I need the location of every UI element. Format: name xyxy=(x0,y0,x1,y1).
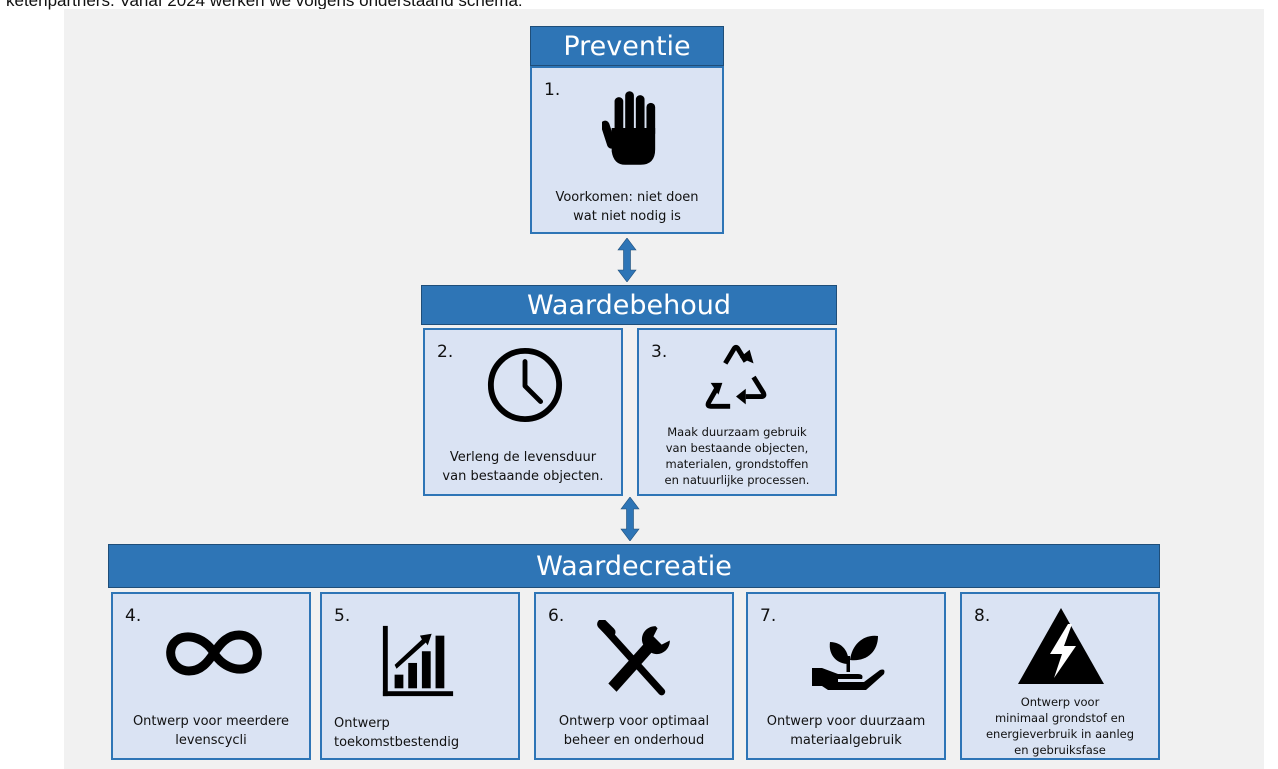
step-description: Verleng de levensduur van bestaande obje… xyxy=(442,450,604,484)
waardecreatie-title: Waardecreatie xyxy=(536,550,732,582)
step-description: Ontwerp toekomstbestendig xyxy=(334,716,460,750)
waardecreatie-box-4: 4. Ontwerp voor meerdere levenscycli xyxy=(111,592,311,760)
step-number: 3. xyxy=(651,342,668,362)
preventie-box-1: 1. Voorkomen: niet doen wat niet nodig i… xyxy=(530,66,724,234)
waardebehoud-box-3: 3. Maak duurzaam gebruik van bestaande o… xyxy=(637,328,837,496)
step-number: 2. xyxy=(437,342,454,362)
step-number: 8. xyxy=(974,606,991,626)
waardecreatie-box-5: 5. Ontwerp toekomstbestendig xyxy=(320,592,520,760)
waardecreatie-box-8: 8. Ontwerp voor minimaal grondstof en en… xyxy=(960,592,1160,760)
recycle-icon xyxy=(705,344,767,409)
step-description: Ontwerp voor meerdere levenscycli xyxy=(132,714,290,748)
step-number: 6. xyxy=(548,606,565,626)
intro-text: ketenpartners. Vanaf 2024 werken we volg… xyxy=(6,0,523,10)
step-number: 7. xyxy=(760,606,777,626)
double-arrow-icon xyxy=(620,497,640,541)
step-number: 1. xyxy=(544,80,561,100)
preventie-header: Preventie xyxy=(530,26,724,66)
waardebehoud-header: Waardebehoud xyxy=(421,285,837,325)
hand-plant-icon xyxy=(812,635,885,690)
growth-chart-icon xyxy=(382,625,454,697)
preventie-title: Preventie xyxy=(563,30,691,62)
step-description: Voorkomen: niet doen wat niet nodig is xyxy=(555,190,699,224)
step-number: 5. xyxy=(334,606,351,626)
clock-icon xyxy=(487,347,563,423)
waardebehoud-box-2: 2. Verleng de levensduur van bestaande o… xyxy=(423,328,623,496)
step-description: Ontwerp voor duurzaam materiaalgebruik xyxy=(766,714,926,748)
step-description: Maak duurzaam gebruik van bestaande obje… xyxy=(664,425,810,487)
step-description: Ontwerp voor optimaal beheer en onderhou… xyxy=(558,714,710,748)
diagram-panel: Preventie 1. Voorkomen: niet doen wat ni… xyxy=(64,9,1264,769)
step-number: 4. xyxy=(125,606,142,626)
high-voltage-icon xyxy=(1018,608,1104,684)
waardecreatie-header: Waardecreatie xyxy=(108,544,1160,588)
waardecreatie-box-6: 6. Ontwerp voor optimaal beheer en onder… xyxy=(534,592,734,760)
waardebehoud-title: Waardebehoud xyxy=(526,289,732,321)
tools-icon xyxy=(597,620,670,696)
step-description: Ontwerp voor minimaal grondstof en energ… xyxy=(985,695,1135,757)
hand-stop-icon xyxy=(602,91,656,165)
double-arrow-icon xyxy=(617,238,637,282)
waardecreatie-box-7: 7. Ontwerp voor duurzaam materiaalgebrui… xyxy=(746,592,946,760)
infinity-icon xyxy=(166,630,262,676)
